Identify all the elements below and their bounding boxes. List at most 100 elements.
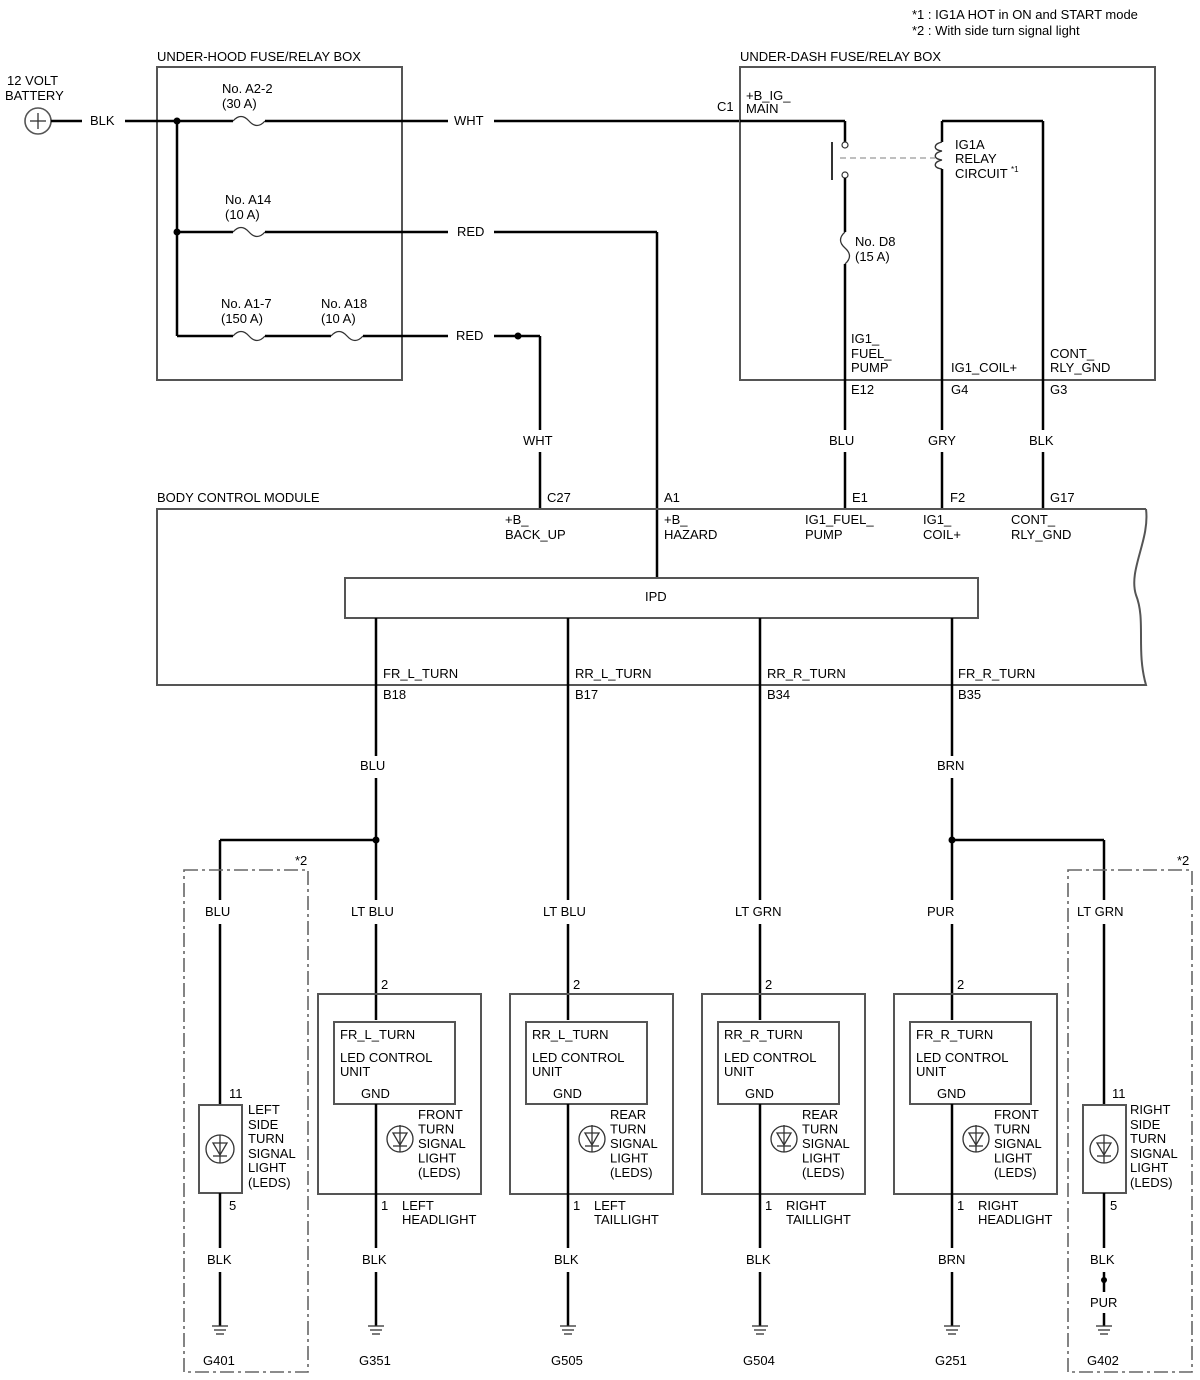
- rear-left-unit-label-2: UNIT: [532, 1064, 562, 1079]
- wire-color-gry: GRY: [928, 433, 956, 448]
- battery-label-2: BATTERY: [5, 88, 64, 103]
- side-left-label: LIGHT: [248, 1160, 286, 1175]
- rear-right-led-label: LIGHT: [802, 1151, 840, 1166]
- front-left-pin-bottom: 1: [381, 1198, 388, 1213]
- front-right-wire-color: PUR: [927, 904, 954, 919]
- fuse-a18-name: No. A18: [321, 296, 367, 311]
- rear-right-gnd: GND: [745, 1086, 774, 1101]
- front-right-signal: FR_R_TURN: [916, 1027, 993, 1042]
- bcm-pin-rly-gnd-2: RLY_GND: [1011, 527, 1071, 542]
- bcm-output-signal: RR_L_TURN: [575, 666, 652, 681]
- pin-g3: G3: [1050, 382, 1067, 397]
- pin-cont-rly-gnd-2: RLY_GND: [1050, 360, 1110, 375]
- main-label: +B_IG_: [746, 88, 791, 103]
- bcm-output-signal: FR_L_TURN: [383, 666, 458, 681]
- ground-icon: [1096, 1325, 1112, 1335]
- rear-right-pin-bottom: 1: [765, 1198, 772, 1213]
- relay-footnote: *1: [1011, 165, 1019, 174]
- main-label-2: MAIN: [746, 101, 779, 116]
- side-right-pin-top: 11: [1112, 1086, 1126, 1101]
- fuse-a14: [232, 226, 266, 238]
- front-left-led-control-unit: [333, 1021, 456, 1105]
- front-left-led-label: FRONT: [418, 1107, 463, 1122]
- ground-icon: [944, 1325, 960, 1335]
- option-marker-left: *2: [295, 853, 307, 868]
- front-right-pin-top: 2: [957, 977, 964, 992]
- front-right-unit-label: LED CONTROL: [916, 1050, 1008, 1065]
- bcm-pin-fuel-2: PUMP: [805, 527, 843, 542]
- front-right-led-control-unit: [909, 1021, 1032, 1105]
- connector-c1: C1: [717, 99, 734, 114]
- rear-left-led-label: LIGHT: [610, 1151, 648, 1166]
- front-left-ground-wire: BLK: [362, 1252, 387, 1267]
- ground-icon: [560, 1325, 576, 1335]
- relay-coil: [934, 141, 943, 170]
- ipd-block: [344, 577, 979, 619]
- bcm-output-signal: RR_R_TURN: [767, 666, 846, 681]
- side-left-ground-wire: BLK: [207, 1252, 232, 1267]
- ground-g401: G401: [203, 1353, 235, 1368]
- pin-cont-rly-gnd-1: CONT_: [1050, 346, 1095, 361]
- led-icon: [962, 1125, 990, 1153]
- side-right-label: SIDE: [1130, 1117, 1161, 1132]
- rear-left-wire-color: LT BLU: [543, 904, 586, 919]
- front-left-ground: G351: [359, 1353, 391, 1368]
- fuse-a18: [330, 330, 364, 342]
- rear-right-led-label: SIGNAL: [802, 1136, 850, 1151]
- fuse-d8-name: No. D8: [855, 234, 895, 249]
- fuse-a2-2-rating: (30 A): [222, 96, 257, 111]
- front-right-led-label: TURN: [994, 1122, 1030, 1137]
- side-right-label: RIGHT: [1130, 1102, 1171, 1117]
- led-icon: [770, 1125, 798, 1153]
- option-marker-right: *2: [1177, 853, 1189, 868]
- side-light-option-frame-left: [183, 869, 309, 1373]
- side-light-option-frame-right: [1067, 869, 1193, 1373]
- fuse-a14-name: No. A14: [225, 192, 271, 207]
- side-left-label: (LEDS): [248, 1175, 291, 1190]
- ground-icon: [212, 1325, 228, 1335]
- rear-right-assembly-box: [701, 993, 866, 1195]
- bcm-pin-coil-1: IG1_: [923, 512, 952, 527]
- wire-color-red-2: RED: [456, 328, 483, 343]
- front-right-led-label: (LEDS): [994, 1165, 1037, 1180]
- front-left-led-label: (LEDS): [418, 1165, 461, 1180]
- bcm-output-pin: B35: [958, 687, 981, 702]
- front-right-ground: G251: [935, 1353, 967, 1368]
- bcm-pin-backup-1: +B_: [505, 512, 529, 527]
- rear-right-wire-color: LT GRN: [735, 904, 781, 919]
- rear-right-led-control-unit: [717, 1021, 840, 1105]
- rear-left-pin-bottom: 1: [573, 1198, 580, 1213]
- relay-label-2: RELAY: [955, 151, 997, 166]
- pin-g4: G4: [951, 382, 968, 397]
- pin-ig1-fuel-pump-1: IG1_: [851, 331, 880, 346]
- side-left-pin-top: 11: [229, 1086, 243, 1101]
- bcm-output-signal: FR_R_TURN: [958, 666, 1035, 681]
- rear-left-signal: RR_L_TURN: [532, 1027, 609, 1042]
- front-right-unit-label-2: UNIT: [916, 1064, 946, 1079]
- ground-g402: G402: [1087, 1353, 1119, 1368]
- rear-left-led-label: (LEDS): [610, 1165, 653, 1180]
- front-left-name-2: HEADLIGHT: [402, 1212, 476, 1227]
- front-right-led-label: LIGHT: [994, 1151, 1032, 1166]
- wire-color-wht: WHT: [454, 113, 484, 128]
- rear-left-led-label: TURN: [610, 1122, 646, 1137]
- pin-e12: E12: [851, 382, 874, 397]
- fuse-d8-rating: (15 A): [855, 249, 890, 264]
- rear-left-led-control-unit: [525, 1021, 648, 1105]
- front-right-ground-wire: BRN: [938, 1252, 965, 1267]
- underdash-fuse-relay-box: [739, 66, 1156, 381]
- front-left-signal: FR_L_TURN: [340, 1027, 415, 1042]
- rear-left-pin-top: 2: [573, 977, 580, 992]
- bcm-output-pin: B17: [575, 687, 598, 702]
- fuse-a2-2: [232, 115, 266, 127]
- front-right-name-2: HEADLIGHT: [978, 1212, 1052, 1227]
- bcm-pin-coil-2: COIL+: [923, 527, 961, 542]
- bcm-output-pin: B34: [767, 687, 790, 702]
- bcm-pin-hazard-1: +B_: [664, 512, 688, 527]
- pin-ig1-fuel-pump-2: FUEL_: [851, 346, 892, 361]
- battery-wire-color: BLK: [90, 113, 115, 128]
- rear-left-led-label: REAR: [610, 1107, 646, 1122]
